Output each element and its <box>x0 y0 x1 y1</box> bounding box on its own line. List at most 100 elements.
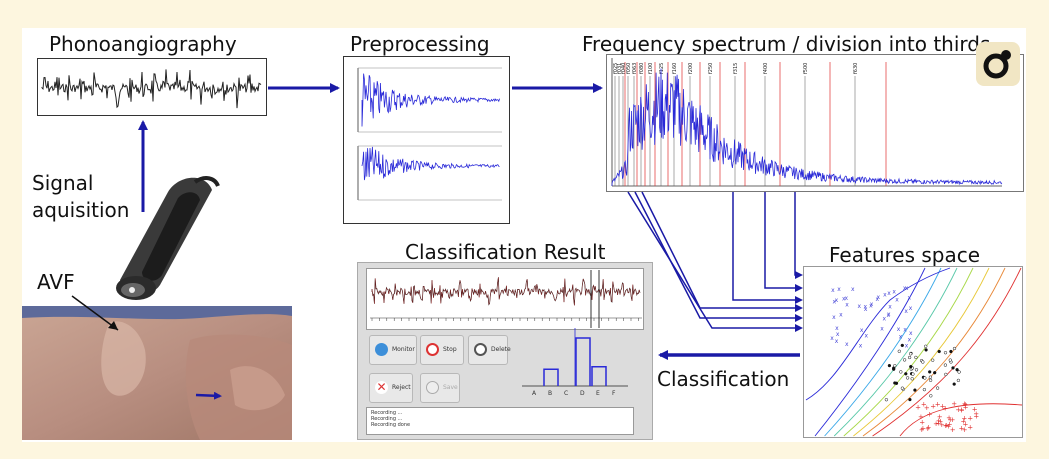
feature-point-x: x <box>876 296 880 303</box>
decision-contour <box>843 267 974 437</box>
preprocessed-trace <box>361 73 500 127</box>
status-log: Recording ... Recording ... Recording do… <box>366 407 634 435</box>
signal-acquisition-label-line2: aquisition <box>32 198 130 222</box>
feature-point-x: x <box>895 297 899 304</box>
band-label: f315 <box>733 63 739 74</box>
feature-point-plus: + <box>925 425 931 433</box>
feature-point-plus: + <box>972 406 978 414</box>
feature-point-dot <box>949 349 953 354</box>
decision-contour <box>899 403 1023 437</box>
feature-point-dot <box>956 378 961 383</box>
stop-button[interactable]: Stop <box>420 335 464 365</box>
spectrum-trace <box>611 68 1003 186</box>
feature-point-dot <box>951 366 955 370</box>
feature-point-dot <box>922 387 927 392</box>
gear-icon-svg <box>983 50 1011 79</box>
preprocessing-label: Preprocessing <box>350 32 490 56</box>
feature-point-dot <box>952 346 957 351</box>
feature-point-x: x <box>858 303 862 310</box>
feature-point-plus: + <box>937 413 943 421</box>
feature-point-x: x <box>869 303 873 310</box>
feature-point-plus: + <box>950 426 956 434</box>
feature-point-dot <box>902 358 907 362</box>
feature-point-plus: + <box>963 404 969 412</box>
feature-point-plus: + <box>921 401 927 409</box>
preprocessed-trace <box>361 146 500 181</box>
feature-point-plus: + <box>947 416 953 424</box>
feature-point-plus: + <box>961 417 967 425</box>
button-label: Reject <box>392 384 411 391</box>
feature-point-x: x <box>880 326 884 333</box>
feature-point-x: x <box>836 331 840 338</box>
feature-point-plus: + <box>961 415 967 423</box>
feature-point-dot <box>892 367 896 371</box>
stethoscope-icon <box>116 176 220 300</box>
feature-point-x: x <box>835 297 839 304</box>
save-button[interactable]: Save <box>420 373 460 403</box>
button-label: Stop <box>443 346 457 353</box>
feature-point-x: x <box>903 285 907 292</box>
reject-x-icon: ✕ <box>375 380 388 394</box>
hist-bar <box>591 366 607 386</box>
feature-point-dot <box>897 349 901 353</box>
feature-point-dot <box>924 344 928 348</box>
feature-point-plus: + <box>973 412 979 420</box>
feature-point-plus: + <box>937 418 943 426</box>
button-label: Save <box>443 384 458 391</box>
feature-point-dot <box>904 372 908 376</box>
feature-point-dot <box>928 375 933 379</box>
decision-contour <box>814 267 926 437</box>
delete-button[interactable]: Delete <box>468 335 511 365</box>
feature-point-x: x <box>839 312 843 319</box>
band-label: f080 <box>639 63 645 74</box>
gear-icon[interactable] <box>976 42 1020 86</box>
feature-point-dot <box>909 352 913 356</box>
feature-point-dot <box>905 376 910 380</box>
feature-point-plus: + <box>973 410 979 418</box>
feature-point-plus: + <box>959 406 965 414</box>
feature-point-dot <box>893 381 897 385</box>
feature-point-plus: + <box>933 420 939 428</box>
preprocessed-waveform-bottom <box>357 145 502 201</box>
band-label: f100 <box>648 63 654 74</box>
band-label: f500 <box>803 63 809 74</box>
feature-point-x: x <box>904 308 908 315</box>
feature-point-x: x <box>908 294 912 301</box>
hist-label: F <box>612 390 616 397</box>
feature-point-plus: + <box>930 402 936 410</box>
band-label: f063 <box>632 63 638 74</box>
feature-point-x: x <box>909 305 913 312</box>
feature-point-dot <box>948 358 952 362</box>
feature-point-x: x <box>897 326 901 333</box>
feature-point-x: x <box>864 306 868 313</box>
band-label: f630 <box>853 63 859 74</box>
feature-point-dot <box>899 370 903 374</box>
feature-point-x: x <box>830 335 834 342</box>
reject-button[interactable]: ✕ Reject <box>369 373 413 403</box>
feature-point-plus: + <box>926 423 932 431</box>
feature-point-dot <box>933 371 937 375</box>
feature-point-x: x <box>842 296 846 303</box>
feature-point-dot <box>921 360 925 364</box>
feature-point-plus: + <box>936 417 942 425</box>
band-label: f040 <box>621 63 627 74</box>
feature-point-dot <box>957 370 961 374</box>
feature-point-dot <box>907 355 912 360</box>
save-icon <box>426 381 439 394</box>
feature-point-x: x <box>888 303 892 310</box>
status-line: Recording ... <box>371 410 403 416</box>
feature-point-plus: + <box>940 402 946 410</box>
feature-point-x: x <box>833 298 837 305</box>
preprocessing-box <box>343 56 510 224</box>
feature-point-dot <box>914 368 919 372</box>
monitor-button[interactable]: Monitor <box>369 335 417 365</box>
feature-point-plus: + <box>924 404 930 412</box>
feature-point-dot <box>943 363 948 367</box>
feature-point-dot <box>952 382 956 386</box>
decision-contour <box>872 267 1022 437</box>
feature-point-plus: + <box>944 421 950 429</box>
feature-point-x: x <box>845 341 849 348</box>
feature-point-x: x <box>908 336 912 343</box>
feature-point-dot <box>929 394 933 398</box>
